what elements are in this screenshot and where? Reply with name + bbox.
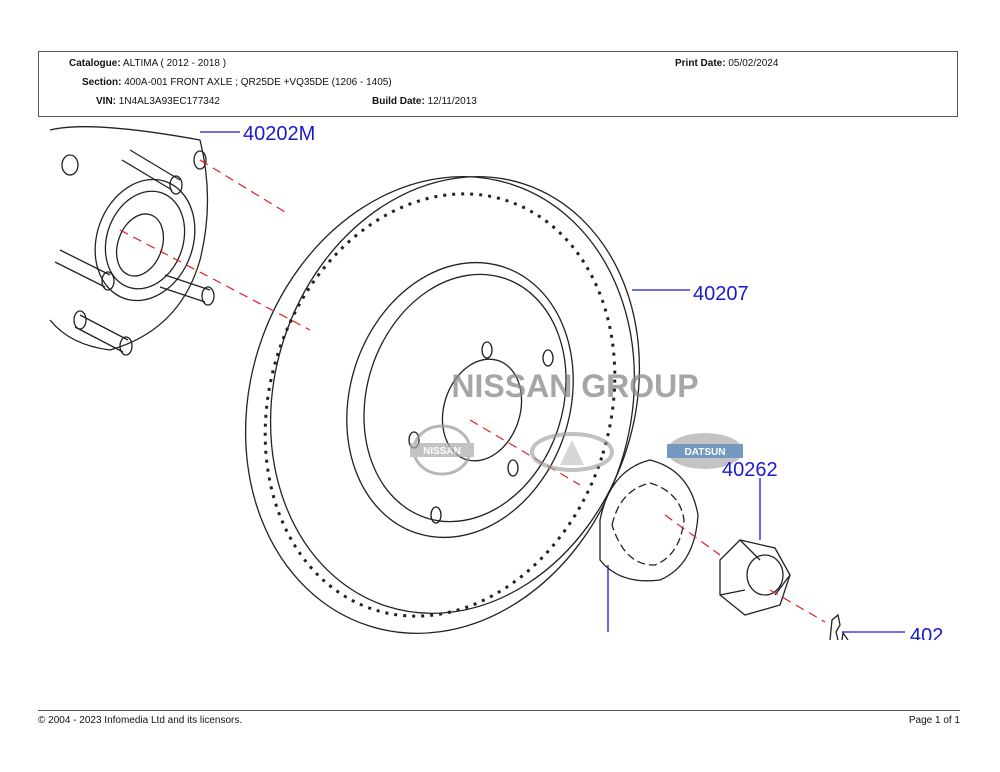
- callout-402[interactable]: 402: [910, 625, 943, 647]
- vin-label: VIN:: [96, 96, 116, 107]
- callout-40202m[interactable]: 40202M: [243, 123, 315, 145]
- catalogue-value: ALTIMA ( 2012 - 2018 ): [122, 58, 227, 69]
- section-value: 400A-001 FRONT AXLE ; QR25DE +VQ35DE (12…: [124, 77, 392, 88]
- nissan-group-watermark: NISSAN GROUP: [451, 368, 698, 404]
- svg-text:DATSUN: DATSUN: [685, 447, 726, 458]
- footer-divider: [38, 710, 960, 711]
- copyright-text: © 2004 - 2023 Infomedia Ltd and its lice…: [38, 715, 243, 726]
- svg-text:NISSAN: NISSAN: [423, 446, 461, 457]
- brake-disc-part[interactable]: [188, 126, 695, 685]
- section-row: Section: 400A-001 FRONT AXLE ; QR25DE +V…: [82, 77, 392, 88]
- infiniti-logo: [530, 432, 614, 472]
- nissan-logo: NISSAN: [410, 424, 474, 476]
- callout-40207[interactable]: 40207: [693, 283, 749, 305]
- vin-value: 1N4AL3A93EC177342: [118, 96, 220, 107]
- build-date-value: 12/11/2013: [427, 96, 477, 107]
- hub-bearing-part[interactable]: [49, 126, 215, 356]
- center-axis-line: [119, 159, 826, 623]
- header-box: Catalogue: ALTIMA ( 2012 - 2018 ) Print …: [38, 51, 958, 117]
- print-date-row: Print Date: 05/02/2024: [675, 58, 778, 69]
- print-date-label: Print Date:: [675, 58, 726, 69]
- page-number: Page 1 of 1: [908, 715, 960, 726]
- section-label: Section:: [82, 77, 122, 88]
- build-date-label: Build Date:: [372, 96, 425, 107]
- datsun-logo: DATSUN: [667, 433, 743, 469]
- print-date-value: 05/02/2024: [728, 58, 779, 69]
- callout-40262[interactable]: 40262: [722, 459, 778, 481]
- hub-nut-part[interactable]: [719, 539, 791, 616]
- catalogue-label: Catalogue:: [69, 58, 121, 69]
- tone-ring-part[interactable]: [599, 459, 699, 582]
- vin-row: VIN: 1N4AL3A93EC177342: [96, 96, 220, 107]
- cotter-pin-part[interactable]: [829, 613, 849, 640]
- build-date-row: Build Date: 12/11/2013: [372, 96, 477, 107]
- catalogue-row: Catalogue: ALTIMA ( 2012 - 2018 ): [69, 58, 226, 69]
